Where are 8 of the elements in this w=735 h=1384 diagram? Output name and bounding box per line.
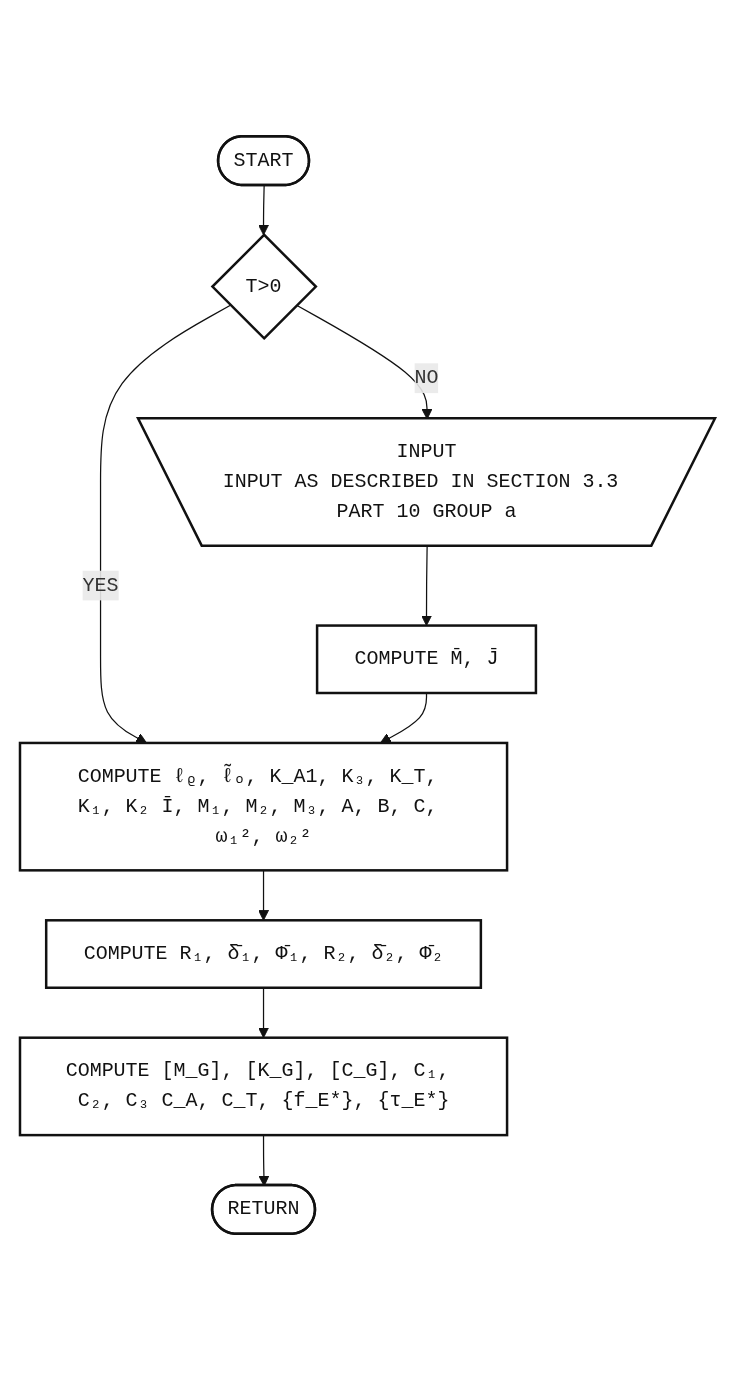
- arrow: [258, 184, 269, 236]
- edge-label: YES: [82, 574, 119, 597]
- edge-label: NO: [414, 367, 439, 390]
- node-box: COMPUTE [M_G], [K_G], [C_G], C₁, C₂, C₃ C_A, C_T, {f_E*}, {τ_E*}: [18, 1036, 509, 1137]
- node-box: COMPUTE R₁, δ̄₁, Φ̄₁, R₂, δ̄₂, Φ̄₂: [44, 919, 483, 989]
- node-box: COMPUTE ℓᵨ, ℓ̃ₒ, K_A1, K₃, K_T, K₁, K₂ Ī, M₁, M₂, M₃, A, B, C, ω₁², ω₂²: [18, 741, 509, 872]
- node-box: COMPUTE M̄, J̄: [315, 624, 538, 695]
- node-diamond: T>0: [210, 233, 318, 341]
